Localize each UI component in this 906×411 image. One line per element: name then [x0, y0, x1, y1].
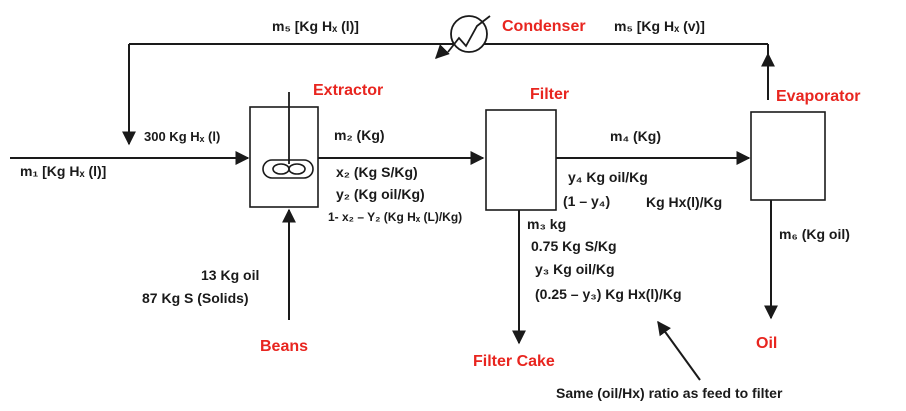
stream-m3-y3-label: y₃ Kg oil/Kg: [535, 261, 615, 277]
note-pointer-line: [657, 320, 701, 381]
stream-m3-rest-label: (0.25 – y₃) Kg Hx(l)/Kg: [535, 286, 682, 302]
recycle-left-arrow: [435, 44, 450, 59]
stream-m5-vapor-label: m₅ [Kg Hₓ (v)]: [614, 18, 705, 34]
solvent-in-label: 300 Kg Hₓ (l): [144, 129, 220, 144]
evaporator-label: Evaporator: [776, 88, 860, 105]
beans-label: Beans: [260, 338, 308, 355]
stream-m4-label: m₄ (Kg): [610, 128, 661, 144]
filter-box: [485, 109, 557, 211]
extractor-label: Extractor: [313, 82, 383, 99]
stream-m4-rest-a-label: (1 – y₄): [563, 193, 610, 209]
condenser-label: Condenser: [502, 18, 586, 35]
filter-cake-label: Filter Cake: [473, 353, 555, 370]
agitator-icon: [262, 92, 314, 179]
extractor-box: [249, 106, 319, 208]
stream-m4-y4-label: y₄ Kg oil/Kg: [568, 169, 648, 185]
evaporator-box: [750, 111, 826, 201]
stream-m5-liquid-label: m₅ [Kg Hₓ (l)]: [272, 18, 359, 34]
feed-solids-label: 87 Kg S (Solids): [142, 290, 249, 306]
filter-label: Filter: [530, 86, 569, 103]
note-label: Same (oil/Hx) ratio as feed to filter: [556, 385, 783, 401]
heat-exchanger-icon: [447, 15, 491, 53]
stream-m3-solids-label: 0.75 Kg S/Kg: [531, 238, 617, 254]
stream-m2-x2-label: x₂ (Kg S/Kg): [336, 164, 418, 180]
stream-m1-label: m₁ [Kg Hₓ (l)]: [20, 163, 106, 179]
stream-m4-rest-b-label: Kg Hx(l)/Kg: [646, 194, 722, 210]
feed-oil-label: 13 Kg oil: [201, 267, 259, 283]
stream-m2-label: m₂ (Kg): [334, 127, 385, 143]
stream-m3-label: m₃ kg: [527, 216, 566, 232]
stream-m2-y2-label: y₂ (Kg oil/Kg): [336, 186, 425, 202]
stream-m6-label: m₆ (Kg oil): [779, 226, 850, 242]
stream-m2-rest-label: 1- x₂ – Y₂ (Kg Hₓ (L)/Kg): [328, 210, 462, 224]
oil-label: Oil: [756, 335, 777, 352]
